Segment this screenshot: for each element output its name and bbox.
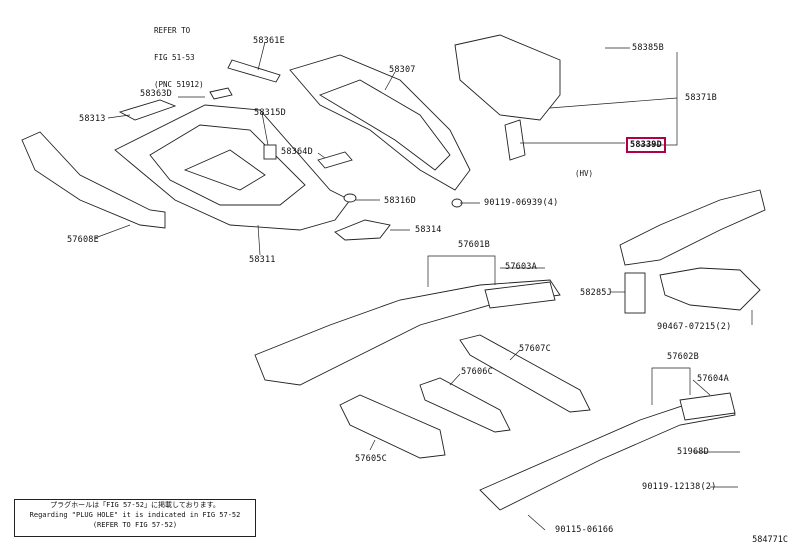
part-label-90119-06939[interactable]: 90119-06939(4)	[484, 198, 559, 208]
part-label-57608E[interactable]: 57608E	[67, 235, 99, 245]
part-label-57602B[interactable]: 57602B	[667, 352, 699, 362]
hv-inset-label: (HV)	[575, 169, 594, 178]
part-label-58285J[interactable]: 58285J	[580, 288, 612, 298]
document-id: 584771C	[752, 535, 788, 545]
floor-pan-58311	[114, 104, 351, 231]
part-label-57604A[interactable]: 57604A	[697, 374, 729, 384]
leader-lines	[94, 41, 753, 531]
part-label-51968D[interactable]: 51968D	[677, 447, 709, 457]
rear-side-rail-57602B	[479, 392, 736, 511]
part-label-57601B[interactable]: 57601B	[458, 240, 490, 250]
part-label-58316D[interactable]: 58316D	[384, 196, 416, 206]
part-label-58314[interactable]: 58314	[415, 225, 442, 235]
part-label-57606C[interactable]: 57606C	[461, 367, 493, 377]
part-label-57607C[interactable]: 57607C	[519, 344, 551, 354]
part-label-58364D[interactable]: 58364D	[281, 147, 313, 157]
part-label-58339D[interactable]: 58339D	[626, 137, 666, 153]
part-label-58307[interactable]: 58307	[389, 65, 416, 75]
part-label-58315D[interactable]: 58315D	[254, 108, 286, 118]
crossmember-57608E	[21, 131, 166, 229]
part-label-58363D[interactable]: 58363D	[140, 89, 172, 99]
part-label-58311[interactable]: 58311	[249, 255, 276, 265]
part-label-58385B[interactable]: 58385B	[632, 43, 664, 53]
note-line-1: プラグホールは「FIG 57-52」に掲載しております。	[50, 501, 220, 509]
members-57607C-57606C-57605C	[339, 334, 591, 459]
floor-tunnel-58307	[289, 54, 471, 191]
plug-hole-note: プラグホールは「FIG 57-52」に掲載しております。 Regarding "…	[14, 499, 256, 537]
part-label-57605C[interactable]: 57605C	[355, 454, 387, 464]
small-brackets	[118, 59, 463, 241]
part-label-58371B[interactable]: 58371B	[685, 93, 717, 103]
reference-note-top: REFER TO FIG 51-53 (PNC 51912)	[154, 26, 204, 89]
hv-inset-frame	[619, 189, 766, 314]
note-line-2: Regarding "PLUG HOLE" it is indicated in…	[29, 511, 241, 519]
bracket-58371B	[454, 34, 561, 161]
part-label-57603A[interactable]: 57603A	[505, 262, 537, 272]
part-label-58361E[interactable]: 58361E	[253, 36, 285, 46]
part-label-90119-12138[interactable]: 90119-12138(2)	[642, 482, 717, 492]
part-label-58313[interactable]: 58313	[79, 114, 106, 124]
note-line-3[interactable]: (REFER TO FIG 57-52)	[92, 521, 178, 529]
part-label-90115-06166[interactable]: 90115-06166	[555, 525, 614, 535]
part-label-90467-07215[interactable]: 90467-07215(2)	[657, 322, 732, 332]
rear-side-rail-57601B	[254, 279, 561, 386]
